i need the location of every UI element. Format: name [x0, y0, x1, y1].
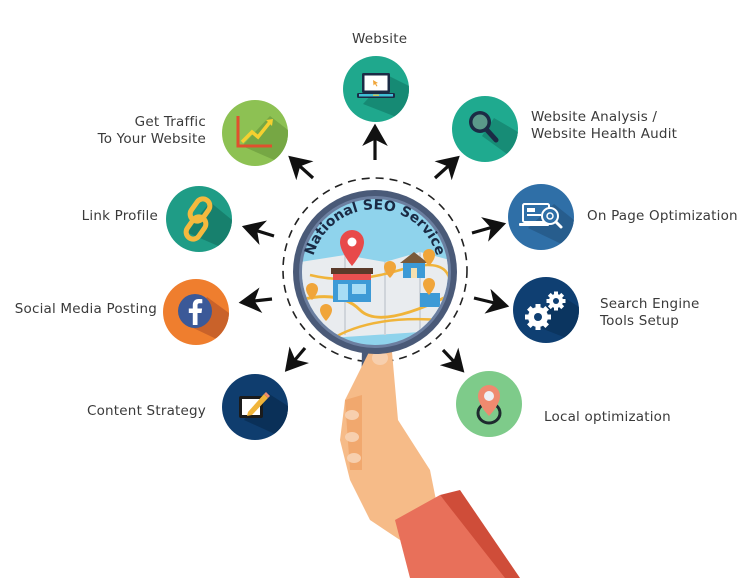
laptop-icon [357, 73, 409, 122]
facebook-icon [178, 294, 229, 345]
label-website: Website [352, 31, 408, 47]
page-settings-icon [519, 203, 574, 250]
label-link-profile: Link Profile [81, 208, 158, 224]
label-search-engine-tools: Search Engine Tools Setup [600, 296, 700, 329]
magnifier-icon [469, 111, 518, 162]
service-search-engine-tools[interactable] [513, 277, 579, 343]
gears-icon [525, 291, 579, 343]
service-website[interactable] [343, 56, 409, 122]
label-website-analysis: Website Analysis / Website Health Audit [531, 109, 678, 142]
service-on-page-optimization[interactable] [508, 184, 574, 250]
label-get-traffic: Get Traffic To Your Website [97, 114, 206, 147]
label-content-strategy: Content Strategy [86, 403, 206, 419]
arrows [238, 123, 510, 373]
growth-chart-icon [236, 116, 288, 166]
edit-note-icon [239, 392, 288, 440]
label-social-media: Social Media Posting [14, 301, 157, 317]
service-website-analysis[interactable] [452, 96, 518, 162]
service-content-strategy[interactable] [222, 374, 288, 440]
label-on-page-optimization: On Page Optimization [587, 208, 738, 224]
location-pin-icon [476, 385, 502, 425]
service-link-profile[interactable] [166, 186, 232, 252]
chain-link-icon [183, 196, 232, 252]
label-local-optimization: Local optimization [544, 409, 671, 425]
service-social-media[interactable] [163, 279, 229, 345]
service-local-optimization[interactable] [456, 371, 522, 437]
service-get-traffic[interactable] [222, 100, 288, 166]
